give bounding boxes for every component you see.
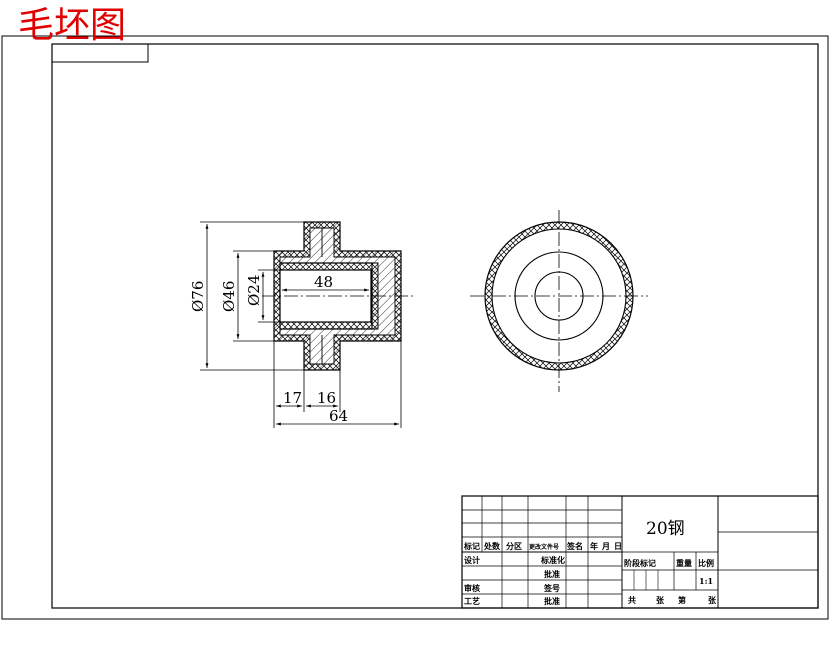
tb-rev-month: 月 xyxy=(601,541,610,551)
tb-ratify: 批准 xyxy=(544,596,560,606)
dim-l16: 16 xyxy=(317,389,336,407)
tb-rev-mark: 标记 xyxy=(463,541,480,551)
dimensions xyxy=(200,221,402,428)
tb-scale-value: 1:1 xyxy=(699,576,713,586)
tb-weight: 重量 xyxy=(676,558,692,568)
tb-scale-label: 比例 xyxy=(698,558,714,568)
tb-rev-year: 年 xyxy=(590,541,598,551)
dim-l48: 48 xyxy=(314,273,333,291)
tb-sheet-end: 张 xyxy=(708,595,717,605)
dim-d46: Ø46 xyxy=(220,281,238,312)
tb-stage-mark: 阶段标记 xyxy=(624,558,656,568)
dim-d24: Ø24 xyxy=(245,275,263,306)
tb-design: 设计 xyxy=(464,555,480,565)
tb-process: 工艺 xyxy=(464,596,480,606)
tb-sheet: 张 xyxy=(656,595,665,605)
corner-label-box xyxy=(51,43,149,63)
dim-d76: Ø76 xyxy=(189,281,207,312)
page-heading: 毛坯图 xyxy=(18,5,127,46)
dim-l64: 64 xyxy=(329,407,348,425)
tb-rev-day: 日 xyxy=(614,541,622,551)
tb-rev-count: 处数 xyxy=(483,541,501,551)
tb-audit: 审核 xyxy=(464,583,480,593)
dim-l17: 17 xyxy=(283,389,302,407)
tb-approve: 批准 xyxy=(544,569,560,579)
tb-rev-sign: 签名 xyxy=(566,541,583,551)
section-view xyxy=(262,221,414,371)
tb-signoff: 签号 xyxy=(543,583,560,593)
title-block xyxy=(461,495,819,609)
tb-sheets-total: 共 xyxy=(628,595,636,605)
tb-sheet-no: 第 xyxy=(678,595,686,605)
tb-rev-file: 更改文件号 xyxy=(529,543,559,551)
material-label: 20钢 xyxy=(646,519,685,539)
tb-rev-zone: 分区 xyxy=(506,541,522,551)
end-view xyxy=(470,210,648,392)
outer-frame xyxy=(1,35,829,620)
inner-frame xyxy=(51,43,819,609)
tb-standardize: 标准化 xyxy=(540,555,565,565)
